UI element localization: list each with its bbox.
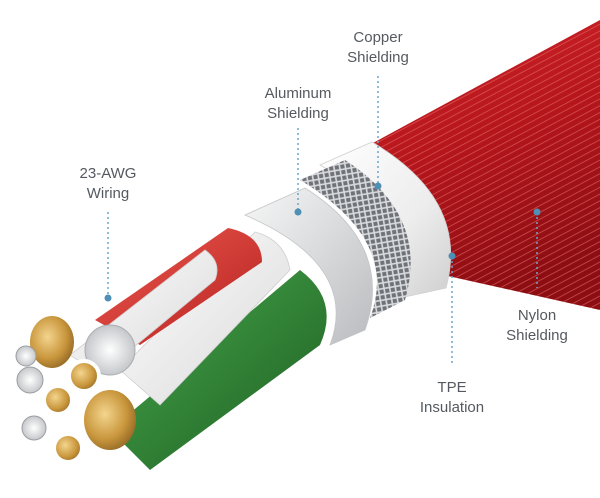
leader-lines <box>107 76 538 364</box>
nylon-label-line1: Nylon <box>517 307 557 324</box>
nylon-dot <box>533 208 541 216</box>
wiring-label-line2: Wiring <box>86 185 130 202</box>
nylon-shielding-label: Nylon Shielding <box>497 306 577 346</box>
copper-braid <box>300 160 411 318</box>
aluminum-foil <box>244 187 373 346</box>
strand-bundle-3 <box>21 415 47 441</box>
strand-bundle-4 <box>15 345 37 367</box>
aluminum-label-line2: Shielding <box>267 105 329 122</box>
gold-end-2 <box>84 390 136 450</box>
copper-label-line1: Copper <box>353 29 403 46</box>
copper-dot <box>374 182 382 190</box>
wire-ends <box>15 316 136 464</box>
strand-end-3 <box>52 432 84 464</box>
strand-end-1 <box>67 359 101 393</box>
tpe-label-line2: Insulation <box>419 399 485 416</box>
strand-bundle-1 <box>84 324 136 376</box>
wiring-label: 23-AWG Wiring <box>66 164 150 204</box>
aluminum-shielding-label: Aluminum Shielding <box>250 84 346 124</box>
wiring-label-line1: 23-AWG <box>79 165 137 182</box>
wiring-dot <box>104 294 112 302</box>
nylon-label-line2: Shielding <box>506 327 568 344</box>
green-wire <box>110 270 327 470</box>
tpe-dot <box>448 252 456 260</box>
copper-shielding-label: Copper Shielding <box>338 28 418 68</box>
tpe-label-line1: TPE <box>437 379 467 396</box>
leader-dots <box>104 182 541 302</box>
nylon-jacket <box>360 20 600 310</box>
tpe-insulation-label: TPE Insulation <box>408 378 496 418</box>
copper-label-line2: Shielding <box>347 49 409 66</box>
strand-bundle-2 <box>16 366 44 394</box>
strand-end-2 <box>42 384 74 416</box>
aluminum-label-line1: Aluminum <box>264 85 332 102</box>
aluminum-dot <box>294 208 302 216</box>
gold-end-1 <box>30 316 74 368</box>
white-wire <box>119 231 291 406</box>
